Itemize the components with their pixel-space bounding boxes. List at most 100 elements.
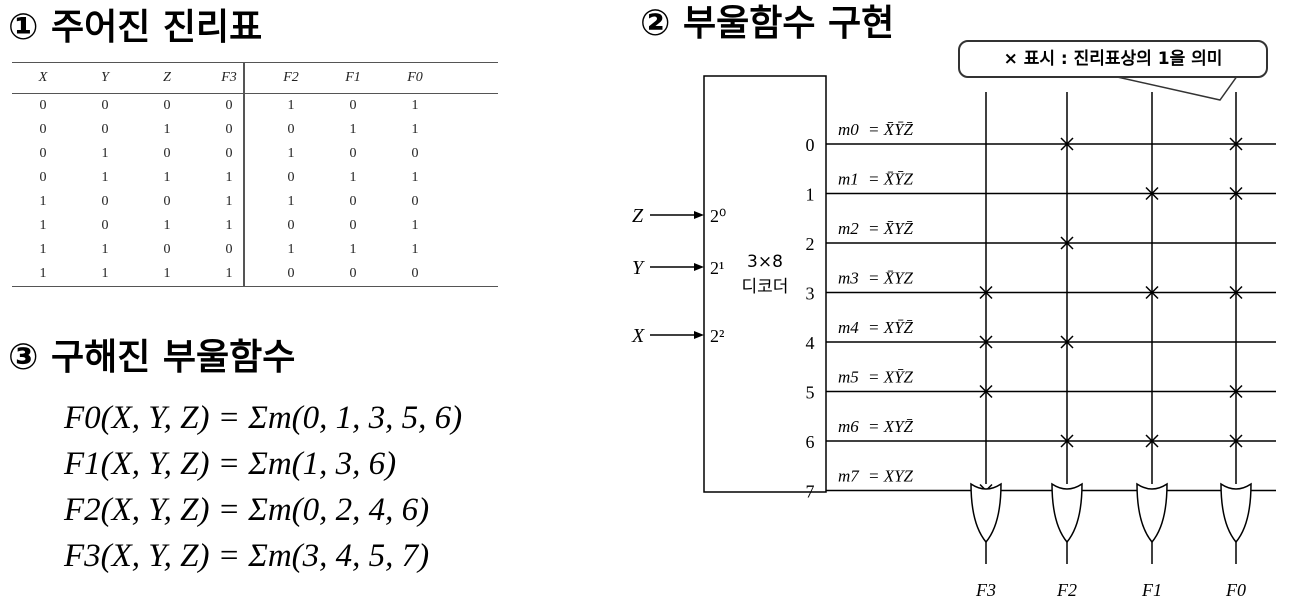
table-cell: 1 [287,194,295,209]
input-variable-label: Z [632,205,644,227]
table-divider [243,62,245,287]
boolean-equation: F2(X, Y, Z) = Σm(0, 2, 4, 6) [64,492,430,528]
arrow-head-icon [694,263,704,271]
table-cell: 1 [101,170,109,185]
table-cell: 1 [225,170,233,185]
table-cell: 0 [101,194,109,209]
cross-mark-icon [1229,137,1243,151]
or-gate-icon [1136,482,1168,544]
table-cell: 0 [39,122,47,137]
minterm-name: m4 [838,318,859,337]
output-number: 4 [806,333,815,353]
table-cell: 1 [411,122,419,137]
decoder-label: 3×8 [747,252,783,272]
output-number: 3 [806,284,815,304]
table-cell: 0 [225,122,233,137]
cross-mark-icon [1229,384,1243,399]
table-cell: 1 [349,170,357,185]
cross-mark-icon [1229,434,1243,448]
minterm-name: m2 [838,219,859,238]
minterm-expression: = XȲZ̄ [868,318,914,337]
minterm-expression: = X̄YZ̄ [868,219,914,238]
table-cell: 1 [39,194,47,209]
table-cell: 0 [101,218,109,233]
minterm-name: m5 [838,368,859,387]
table-row: 0 1 1 1 0 1 1 [12,166,498,190]
minterm-expression: = X̄YZ [868,269,914,288]
table-cell: 0 [39,170,47,185]
table-header-cell: F0 [407,70,423,85]
decoder-label: 디코더 [742,277,789,297]
table-cell: 0 [411,266,419,281]
table-header-cell: X [38,70,48,85]
minterm-expression: = X̄ȲZ̄ [868,120,914,139]
table-cell: 1 [349,242,357,257]
table-cell: 1 [163,170,171,185]
cross-mark-icon [979,285,993,300]
cross-mark-icon [1060,335,1074,349]
output-number: 6 [806,432,815,452]
table-cell: 0 [287,218,295,233]
table-cell: 0 [411,194,419,209]
table-cell: 1 [39,218,47,233]
boolean-equation: F1(X, Y, Z) = Σm(1, 3, 6) [64,446,397,482]
table-cell: 0 [287,122,295,137]
table-cell: 1 [101,266,109,281]
output-number: 0 [806,135,815,155]
table-cell: 1 [225,266,233,281]
table-cell: 0 [39,98,47,113]
table-cell: 0 [287,266,295,281]
table-header-cell: F1 [345,70,361,85]
cross-mark-icon [979,335,993,349]
table-cell: 1 [411,98,419,113]
cross-mark-icon [1145,186,1159,201]
table-header-cell: Y [101,70,109,85]
output-function-label: F1 [1141,580,1162,600]
table-cell: 0 [225,242,233,257]
table-cell: 1 [287,242,295,257]
minterm-name: m7 [838,467,860,486]
table-cell: 0 [287,170,295,185]
table-cell: 0 [349,98,357,113]
table-cell: 0 [225,146,233,161]
table-cell: 0 [349,266,357,281]
table-cell: 1 [225,194,233,209]
table-cell: 1 [163,218,171,233]
derived-functions-heading: ③ 구해진 부울함수 [8,337,296,378]
table-cell: 1 [287,146,295,161]
input-variable-label: X [631,325,645,347]
table-cell: 1 [411,170,419,185]
arrow-head-icon [694,331,704,339]
table-cell: 0 [39,146,47,161]
or-gate-icon [970,482,1002,544]
table-cell: 0 [225,98,233,113]
cross-mark-icon [1145,285,1159,300]
table-cell: 1 [163,266,171,281]
table-cell: 0 [349,146,357,161]
cross-mark-icon [1060,434,1074,448]
table-cell: 0 [101,98,109,113]
table-cell: 0 [101,122,109,137]
table-cell: 1 [349,122,357,137]
minterm-expression: = X̄ȲZ [868,170,914,189]
table-cell: 1 [101,146,109,161]
minterm-expression: = XȲZ [868,368,914,387]
boolean-equation: F3(X, Y, Z) = Σm(3, 4, 5, 7) [64,538,430,574]
truth-table-heading: ① 주어진 진리표 [8,7,263,48]
output-function-label: F3 [975,580,996,600]
decoder-box [703,75,827,493]
or-gate-icon [1051,482,1083,544]
table-cell: 0 [163,194,171,209]
minterm-name: m3 [838,269,859,288]
table-cell: 1 [287,98,295,113]
